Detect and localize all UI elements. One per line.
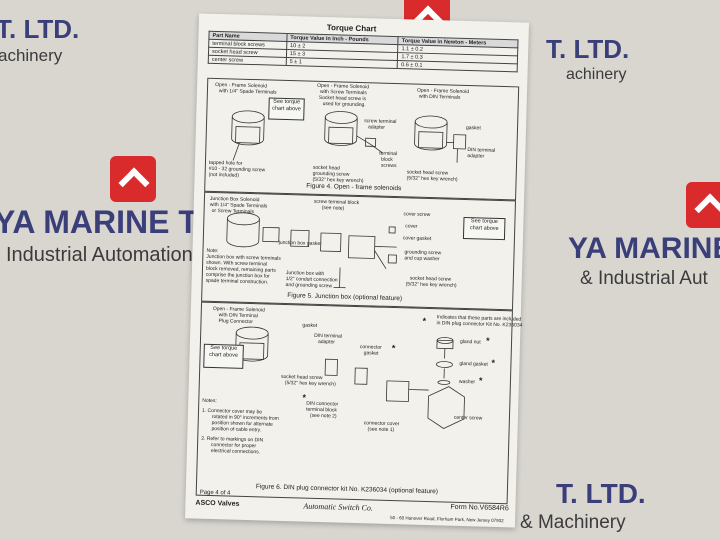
figure-6-drawing	[235, 326, 465, 429]
fig6-label: center screw	[453, 414, 483, 422]
fig6-label: washer	[458, 378, 476, 386]
fig6-label: (see note 1)	[367, 426, 395, 434]
see-torque-chart-note: See torque chart above	[203, 343, 244, 369]
asterisk-marker: *	[422, 315, 427, 326]
company-name: Automatic Switch Co.	[303, 501, 374, 513]
watermark-brand: YA MARINE	[568, 232, 720, 265]
asterisk-marker: *	[391, 343, 396, 354]
fig6-label: Notes:	[202, 397, 217, 405]
watermark-sub: achinery	[566, 66, 627, 83]
fig6-label: gland gasket	[459, 360, 488, 368]
asterisk-marker: *	[491, 357, 496, 368]
watermark-brand: T. LTD.	[556, 478, 646, 509]
fig6-label: (see note 2)	[309, 412, 337, 420]
watermark-logo-icon	[110, 156, 156, 202]
page-number: Page 4 of 4	[199, 489, 231, 497]
watermark-sub: Industrial Automation	[6, 244, 193, 266]
watermark-sub: & Industrial Aut	[580, 268, 708, 289]
fig6-label: gasket	[363, 350, 379, 357]
watermark-brand: T. LTD.	[0, 14, 80, 44]
instruction-sheet: Torque Chart Part Name Torque Value in I…	[185, 13, 529, 528]
fig6-label: gland nut	[459, 338, 481, 346]
fig6-label: gasket	[302, 322, 318, 329]
watermark-brand: T. LTD.	[546, 34, 630, 64]
asterisk-marker: *	[478, 375, 483, 386]
fig6-label: Plug Connector	[218, 318, 254, 326]
figure-5-drawing	[226, 212, 397, 289]
watermark-logo-icon	[686, 182, 720, 228]
watermark-sub: achinery	[0, 46, 63, 65]
figure-4-drawing	[231, 110, 467, 163]
brand-name: ASCO Valves	[195, 499, 240, 508]
fig6-label: adapter	[317, 338, 336, 346]
asterisk-marker: *	[485, 335, 490, 346]
watermark-sub: & Machinery	[520, 512, 626, 533]
